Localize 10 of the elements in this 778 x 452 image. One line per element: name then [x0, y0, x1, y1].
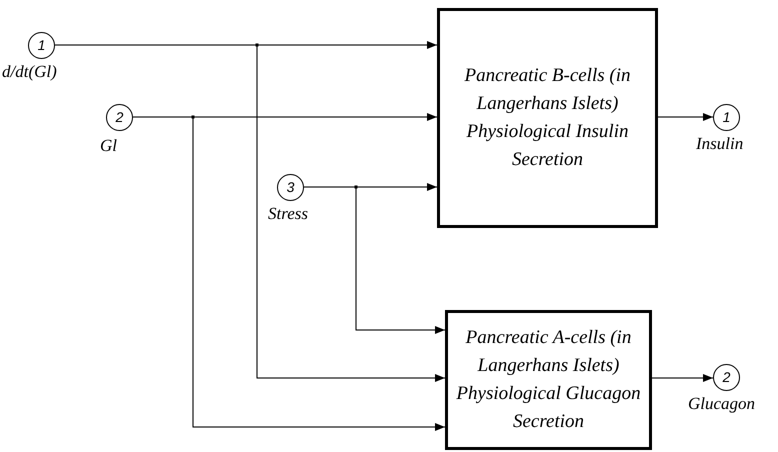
signal-arrow: [304, 186, 446, 334]
process-block: Pancreatic B-cells (in Langerhans Islets) Physiological Insulin Secretion: [437, 8, 658, 228]
signal-arrow: [658, 113, 714, 121]
port-label: Stress: [268, 204, 308, 224]
port-label: Insulin: [696, 134, 744, 154]
port-label: Glucagon: [688, 394, 756, 414]
process-block: Pancreatic A-cells (in Langerhans Islets) Physiological Glucagon Secretion: [445, 310, 652, 450]
signal-arrow: [652, 374, 714, 382]
port-label: Gl: [100, 136, 117, 156]
port-label: d/dt(Gl): [2, 62, 57, 82]
